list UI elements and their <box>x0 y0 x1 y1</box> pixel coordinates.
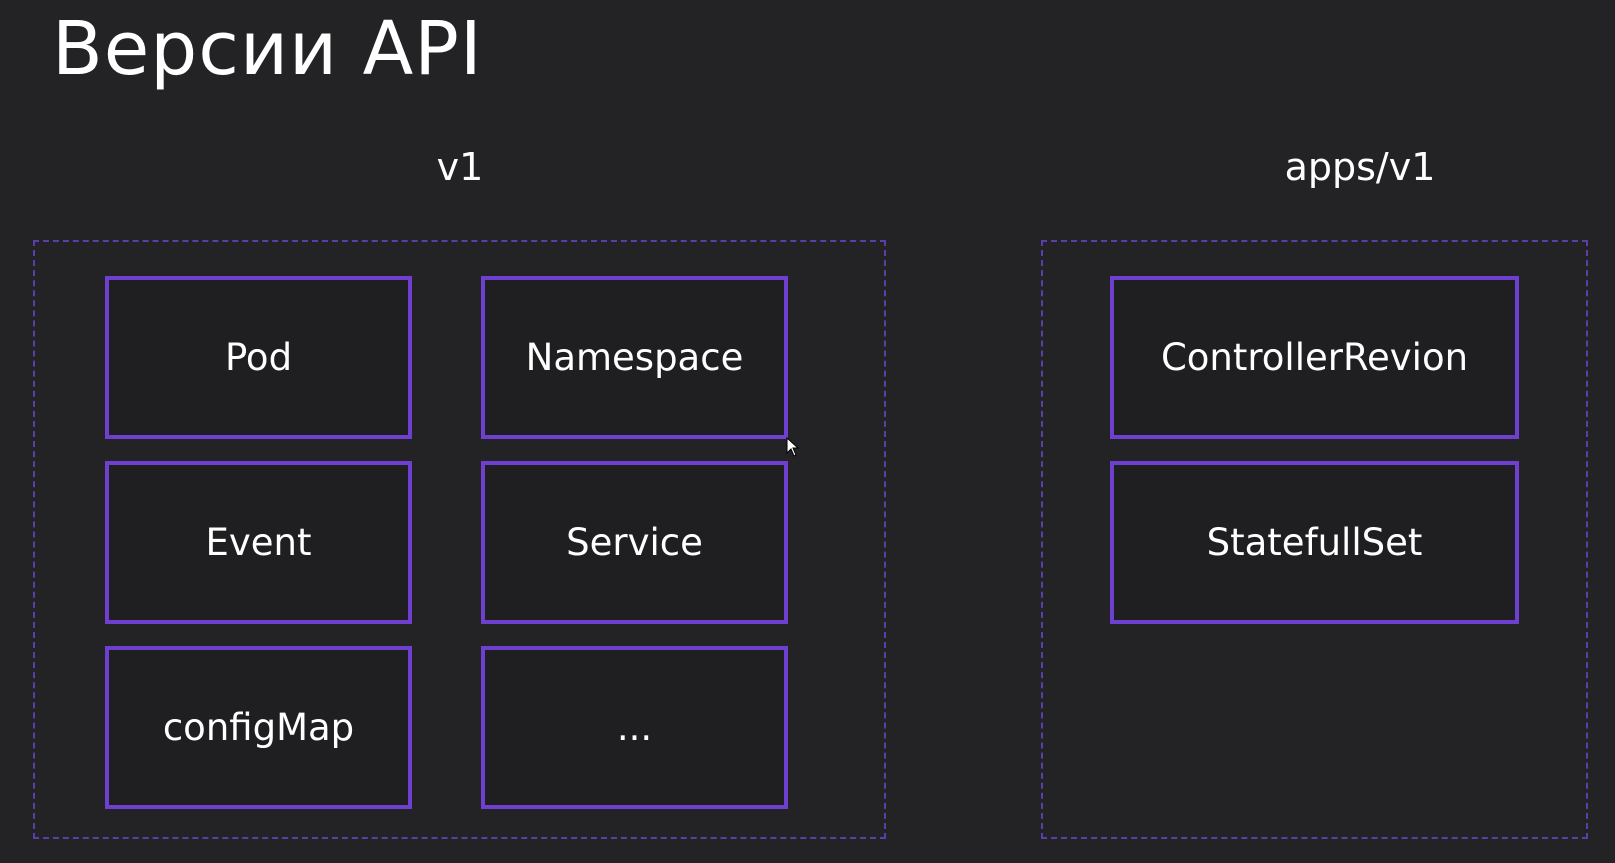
resource-event: Event <box>105 461 412 624</box>
resource-pod: Pod <box>105 276 412 439</box>
resource-namespace: Namespace <box>481 276 788 439</box>
slide-title: Версии API <box>52 6 483 92</box>
resource-configmap: configMap <box>105 646 412 809</box>
mouse-cursor-icon <box>786 437 800 457</box>
resource-service: Service <box>481 461 788 624</box>
group-label-apps-v1: apps/v1 <box>1284 145 1436 189</box>
group-box-v1 <box>33 240 886 839</box>
group-label-v1: v1 <box>436 145 484 189</box>
resource-controllerrevision: ControllerRevion <box>1110 276 1519 439</box>
resource-more: ... <box>481 646 788 809</box>
resource-statefulset: StatefullSet <box>1110 461 1519 624</box>
group-box-apps-v1 <box>1041 240 1588 839</box>
